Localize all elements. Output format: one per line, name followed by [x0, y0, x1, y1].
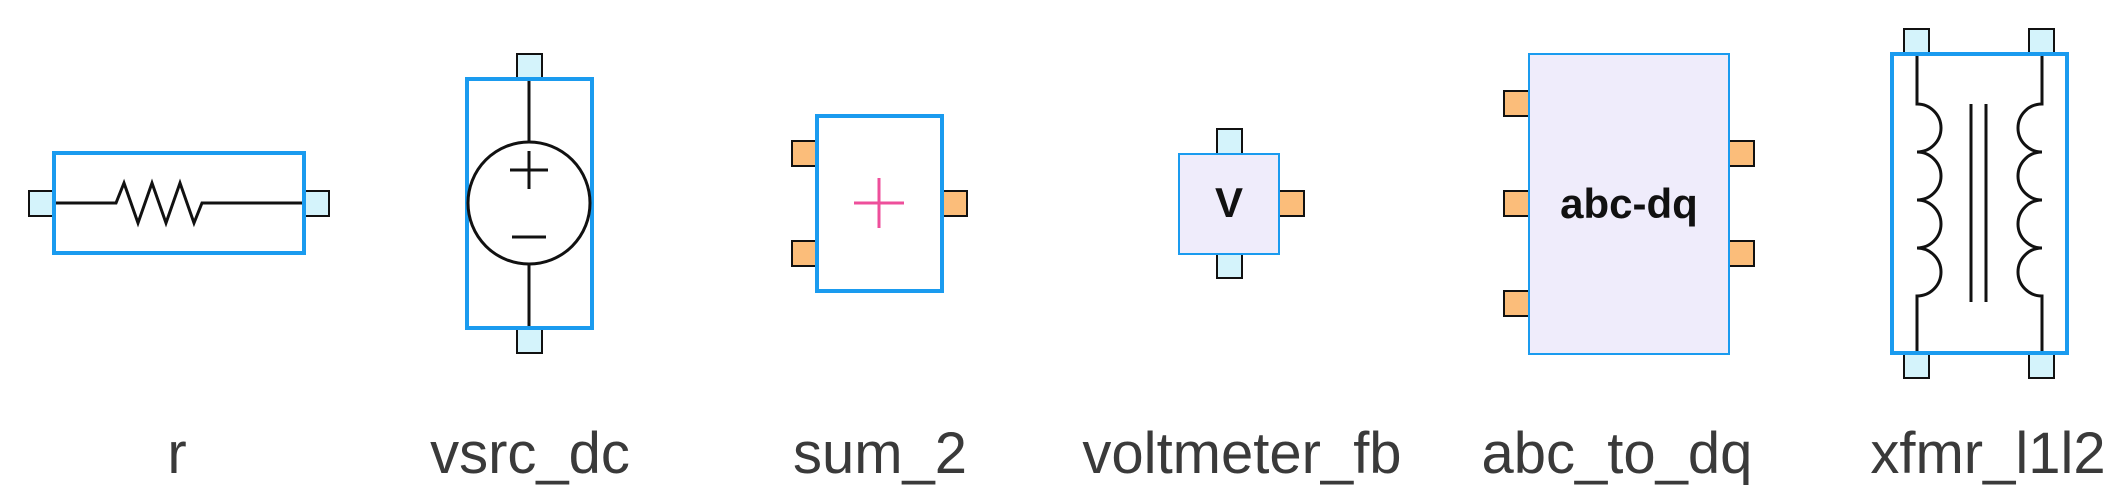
plus-cross-icon	[854, 178, 904, 228]
caption-vsrc-dc: vsrc_dc	[430, 421, 630, 486]
port-voltmeter-top[interactable]	[1216, 128, 1243, 155]
port-dq-out-d[interactable]	[1728, 140, 1755, 167]
port-xfmr-primary-top[interactable]	[1903, 28, 1930, 55]
port-voltmeter-bottom[interactable]	[1216, 252, 1243, 279]
dc-voltage-source-icon	[466, 81, 592, 326]
port-r-left[interactable]	[28, 190, 55, 217]
port-sum-out[interactable]	[941, 190, 968, 217]
port-abc-in-a[interactable]	[1503, 90, 1530, 117]
block-voltmeter-fb[interactable]: V	[1178, 128, 1305, 279]
caption-sum-2: sum_2	[793, 421, 967, 486]
block-sum-2[interactable]	[791, 114, 968, 293]
voltmeter-label: V	[1215, 179, 1243, 226]
block-r[interactable]	[28, 151, 330, 255]
caption-xfmr-l1l2: xfmr_l1l2	[1870, 421, 2105, 486]
port-abc-in-c[interactable]	[1503, 290, 1530, 317]
port-vsrc-bottom[interactable]	[516, 327, 543, 354]
port-sum-in-1[interactable]	[791, 140, 818, 167]
port-sum-in-2[interactable]	[791, 240, 818, 267]
port-abc-in-b[interactable]	[1503, 190, 1530, 217]
block-xfmr-l1l2[interactable]	[1890, 28, 2069, 379]
port-xfmr-secondary-bottom[interactable]	[2028, 352, 2055, 379]
port-vsrc-top[interactable]	[516, 53, 543, 80]
abc-dq-label: abc-dq	[1560, 180, 1698, 227]
port-xfmr-primary-bottom[interactable]	[1903, 352, 1930, 379]
caption-r: r	[167, 421, 186, 486]
port-voltmeter-out[interactable]	[1278, 190, 1305, 217]
resistor-icon	[56, 178, 302, 228]
block-voltmeter-body	[1178, 153, 1280, 255]
caption-abc-to-dq: abc_to_dq	[1482, 421, 1753, 486]
port-r-right[interactable]	[303, 190, 330, 217]
block-vsrc-dc[interactable]	[465, 53, 594, 354]
transformer-icon	[1915, 56, 2044, 351]
port-dq-out-q[interactable]	[1728, 240, 1755, 267]
port-xfmr-secondary-top[interactable]	[2028, 28, 2055, 55]
block-abc-to-dq[interactable]: abc-dq	[1503, 53, 1755, 355]
block-abc-body	[1528, 53, 1730, 355]
caption-voltmeter-fb: voltmeter_fb	[1082, 421, 1401, 486]
